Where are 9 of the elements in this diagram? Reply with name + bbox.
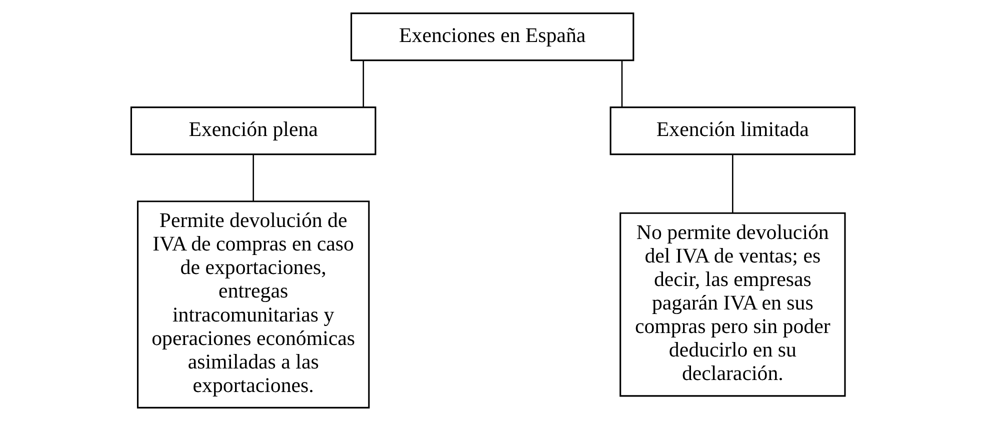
node-box: Exención limitada (609, 106, 856, 156)
node-box: No permite devolución del IVA de ventas; es decir, las empresas pagarán IVA en sus compras pero sin poder deducirlo en su declaración. (619, 212, 846, 397)
connector (620, 60, 622, 107)
node-box: Exención plena (130, 106, 376, 156)
connector (362, 60, 364, 107)
node-box: Exenciones en España (350, 12, 634, 62)
connector (252, 154, 254, 202)
node-box: Permite devolución de IVA de compras en caso de exportaciones, entregas intracomunitarias y operaciones económicas asimiladas a las exportaciones. (136, 200, 370, 408)
connector (732, 154, 733, 213)
